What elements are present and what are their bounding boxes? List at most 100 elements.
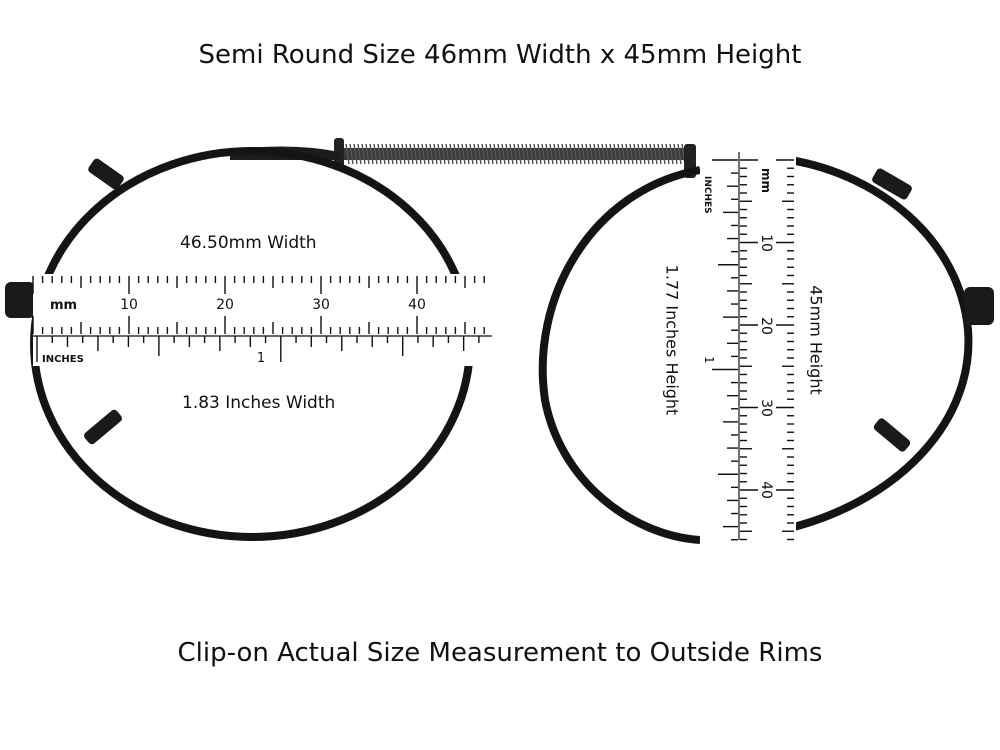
spring-coil bbox=[529, 143, 534, 165]
vertical-ruler: INCHES 1 mm 10 20 30 40 bbox=[700, 150, 796, 542]
page-title: Semi Round Size 46mm Width x 45mm Height bbox=[198, 40, 802, 70]
spring-coil bbox=[349, 143, 354, 165]
spring-coil bbox=[353, 143, 358, 165]
spring-coil bbox=[521, 143, 526, 165]
spring-coil bbox=[581, 143, 586, 165]
right-side-hinge bbox=[964, 287, 994, 325]
spring-coil bbox=[613, 143, 618, 165]
spring-coil bbox=[541, 143, 546, 165]
spring-coil bbox=[373, 143, 378, 165]
spring-coil bbox=[345, 143, 350, 165]
spring-coil bbox=[413, 143, 418, 165]
spring-coil bbox=[437, 143, 442, 165]
spring-coil bbox=[401, 143, 406, 165]
right-bottom-clip bbox=[873, 418, 911, 452]
vertical-ruler-mm-40: 40 bbox=[758, 481, 774, 499]
spring-coil bbox=[445, 143, 450, 165]
spring-coil bbox=[477, 143, 482, 165]
spring-coil bbox=[573, 143, 578, 165]
spring-coil bbox=[441, 143, 446, 165]
spring-coil bbox=[577, 143, 582, 165]
spring-coil bbox=[637, 143, 642, 165]
spring-coil bbox=[657, 143, 662, 165]
spring-coil bbox=[473, 143, 478, 165]
spring-coil bbox=[553, 143, 558, 165]
width-inches-label: 1.83 Inches Width bbox=[182, 393, 336, 413]
spring-coil bbox=[429, 143, 434, 165]
spring-coil bbox=[465, 143, 470, 165]
spring-coil bbox=[625, 143, 630, 165]
vertical-ruler-inch-1: 1 bbox=[702, 356, 716, 364]
left-top-clip bbox=[88, 158, 124, 190]
spring-coil bbox=[517, 143, 522, 165]
right-lens-rim bbox=[538, 156, 973, 544]
spring-coil bbox=[497, 143, 502, 165]
spring-coil bbox=[649, 143, 654, 165]
horizontal-ruler-mm-20: 20 bbox=[216, 297, 234, 313]
spring-coil bbox=[561, 143, 566, 165]
spring-coil bbox=[501, 143, 506, 165]
horizontal-ruler-inches-unit: INCHES bbox=[42, 354, 84, 365]
spring-coil bbox=[589, 143, 594, 165]
spring-coil bbox=[425, 143, 430, 165]
spring-coil bbox=[617, 143, 622, 165]
spring-coil bbox=[641, 143, 646, 165]
spring-coil bbox=[549, 143, 554, 165]
vertical-ruler-mm-30: 30 bbox=[758, 399, 774, 417]
spring-coil bbox=[585, 143, 590, 165]
spring-coil bbox=[593, 143, 598, 165]
right-top-clip bbox=[872, 168, 912, 200]
spring-coil bbox=[557, 143, 562, 165]
spring-coil bbox=[545, 143, 550, 165]
height-inches-label: 1.77 Inches Height bbox=[662, 264, 682, 416]
spring-coil bbox=[565, 143, 570, 165]
spring-coil bbox=[621, 143, 626, 165]
spring-coil bbox=[525, 143, 530, 165]
spring-coil bbox=[481, 143, 486, 165]
spring-coil bbox=[461, 143, 466, 165]
vertical-ruler-inches-unit: INCHES bbox=[702, 176, 712, 214]
spring-coil bbox=[421, 143, 426, 165]
spring-coil bbox=[385, 143, 390, 165]
spring-coil bbox=[645, 143, 650, 165]
horizontal-ruler-inch-1: 1 bbox=[257, 351, 265, 366]
spring-coil bbox=[605, 143, 610, 165]
spring-coil bbox=[489, 143, 494, 165]
spring-coil bbox=[653, 143, 658, 165]
height-mm-label: 45mm Height bbox=[806, 285, 826, 395]
spring-coil bbox=[469, 143, 474, 165]
spring-coil bbox=[377, 143, 382, 165]
spring-coil bbox=[449, 143, 454, 165]
spring-coil bbox=[485, 143, 490, 165]
spring-coil bbox=[365, 143, 370, 165]
spring-coil bbox=[509, 143, 514, 165]
spring-coil bbox=[677, 143, 682, 165]
spring-coil bbox=[597, 143, 602, 165]
spring-coil bbox=[405, 143, 410, 165]
page-caption: Clip-on Actual Size Measurement to Outsi… bbox=[177, 638, 823, 668]
spring-coil bbox=[389, 143, 394, 165]
width-mm-label: 46.50mm Width bbox=[180, 233, 317, 253]
horizontal-ruler-mm-10: 10 bbox=[120, 297, 138, 313]
spring-coil bbox=[381, 143, 386, 165]
spring-coil bbox=[661, 143, 666, 165]
spring-coil bbox=[493, 143, 498, 165]
spring-coil bbox=[569, 143, 574, 165]
spring-coil bbox=[357, 143, 362, 165]
horizontal-ruler-mm-unit: mm bbox=[50, 298, 77, 313]
vertical-ruler-mm-10: 10 bbox=[758, 234, 774, 252]
spring-coil bbox=[397, 143, 402, 165]
spring-coil bbox=[513, 143, 518, 165]
spring-coil bbox=[665, 143, 670, 165]
horizontal-ruler: mm 10 20 30 40 INCHES 1 bbox=[32, 274, 493, 366]
spring-coil bbox=[417, 143, 422, 165]
spring-coil bbox=[361, 143, 366, 165]
vertical-ruler-mm-unit: mm bbox=[759, 168, 773, 193]
left-bottom-clip bbox=[84, 409, 122, 445]
spring-coil bbox=[537, 143, 542, 165]
spring-coil bbox=[533, 143, 538, 165]
spring-coil bbox=[457, 143, 462, 165]
left-side-hinge bbox=[5, 282, 35, 318]
spring-coil bbox=[633, 143, 638, 165]
